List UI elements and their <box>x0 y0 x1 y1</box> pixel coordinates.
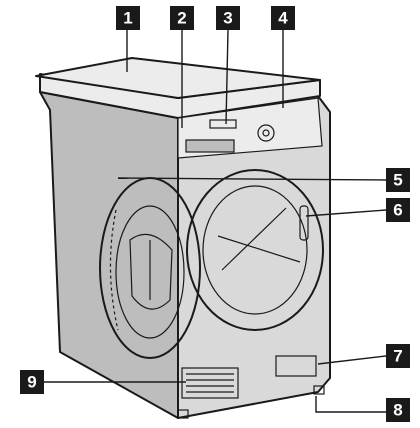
callout-4: 4 <box>271 6 295 30</box>
side-panel <box>39 91 179 419</box>
water-container-drawer <box>185 139 235 153</box>
door-hinge-handle <box>299 205 309 241</box>
top-surface <box>35 57 321 99</box>
callout-6-label: 6 <box>393 201 402 220</box>
door-glass <box>115 205 185 339</box>
callout-8-label: 8 <box>393 401 402 420</box>
leader-7 <box>317 355 387 365</box>
leader-lines <box>44 29 401 413</box>
callout-1: 1 <box>116 6 140 30</box>
display <box>209 119 237 129</box>
leader-6 <box>305 209 387 217</box>
callout-6: 6 <box>386 198 410 222</box>
rating-plate <box>275 355 317 377</box>
dryer-illustration <box>35 57 331 419</box>
leader-5 <box>117 177 387 181</box>
drum-opening <box>186 169 324 331</box>
foot-left <box>177 409 189 419</box>
foot-right <box>313 385 325 395</box>
callout-7-label: 7 <box>393 347 402 366</box>
callout-1-label: 1 <box>123 9 132 28</box>
callout-3-label: 3 <box>223 9 232 28</box>
program-knob <box>257 124 275 142</box>
callout-2-label: 2 <box>177 9 186 28</box>
drum-rib-2 <box>221 207 287 271</box>
door-seal-dashed <box>109 209 119 331</box>
leader-3 <box>225 29 229 125</box>
callout-7: 7 <box>386 344 410 368</box>
callout-8: 8 <box>386 398 410 422</box>
callout-2: 2 <box>170 6 194 30</box>
program-knob-center <box>262 129 270 137</box>
callout-9-label: 9 <box>27 373 36 392</box>
drum-rib <box>217 235 301 263</box>
filter <box>129 233 173 310</box>
callout-5: 5 <box>386 168 410 192</box>
callout-4-label: 4 <box>278 9 288 28</box>
callout-9: 9 <box>20 370 44 394</box>
callout-3: 3 <box>216 6 240 30</box>
callout-5-label: 5 <box>393 171 402 190</box>
heat-exchanger-cover <box>181 367 239 399</box>
drum-inner <box>202 185 308 315</box>
